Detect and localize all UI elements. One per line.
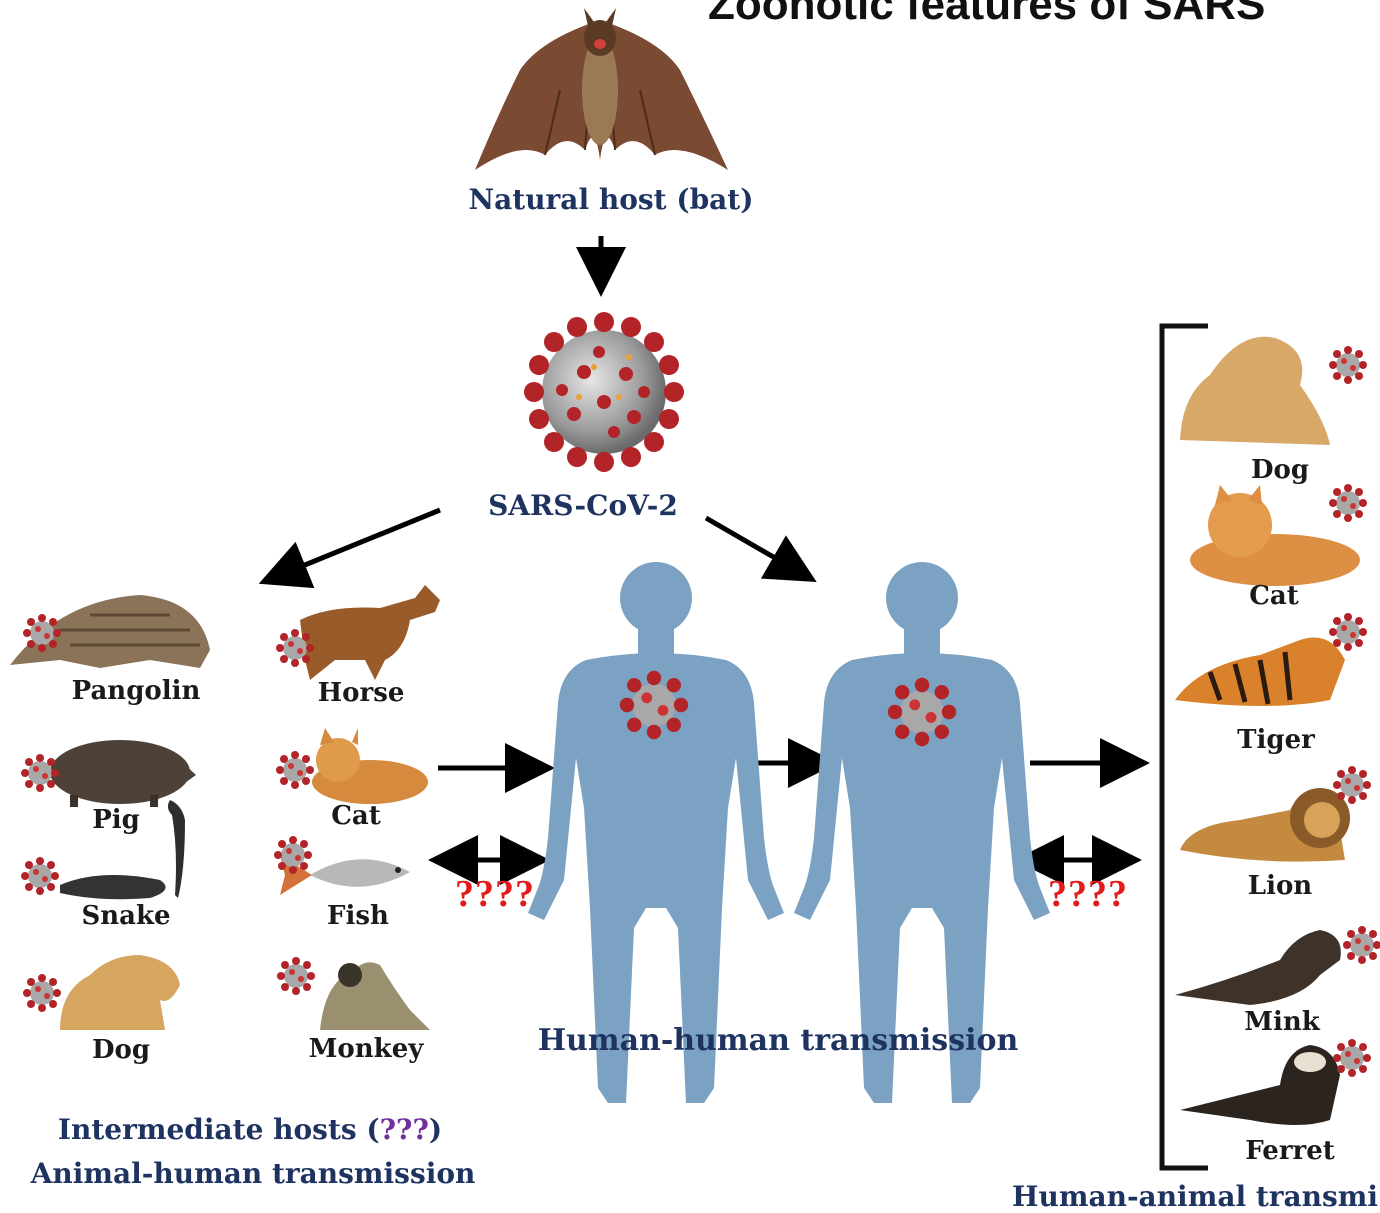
unknown-left-question-marks: ???? [455, 872, 535, 916]
human-human-transmission-label: Human-human transmission [538, 1023, 1019, 1058]
pig-illustration [21, 740, 196, 807]
sars-cov-2-virus [524, 312, 684, 472]
cat-right-label: Cat [1249, 581, 1299, 611]
virus-label: SARS-CoV-2 [488, 489, 678, 522]
ferret-label: Ferret [1245, 1136, 1335, 1166]
tiger-illustration [1175, 613, 1367, 706]
human-animal-transmission-caption: Human-animal transmi [1012, 1180, 1378, 1213]
unknown-right-question-marks: ???? [1048, 872, 1128, 916]
dog-left-illustration [23, 955, 180, 1030]
lion-label: Lion [1248, 871, 1312, 901]
horse-illustration [276, 585, 440, 680]
pangolin-label: Pangolin [72, 676, 201, 706]
bat-illustration [475, 8, 728, 170]
dog-right-label: Dog [1251, 455, 1309, 485]
virus-to-humans-arrow [706, 518, 808, 577]
lion-illustration [1180, 766, 1371, 862]
dog-left-label: Dog [92, 1035, 150, 1065]
mink-illustration [1175, 926, 1380, 1005]
monkey-illustration [277, 957, 430, 1030]
monkey-label: Monkey [309, 1034, 424, 1064]
reverse-hosts-bracket [1162, 326, 1208, 1168]
pig-label: Pig [92, 805, 140, 835]
intermediate-hosts-caption: Intermediate hosts (???) [58, 1113, 442, 1146]
diagram-title: Zoonotic features of SARS [708, 0, 1265, 30]
cat-right-illustration [1190, 484, 1367, 586]
fish-illustration [274, 836, 410, 895]
snake-label: Snake [81, 901, 170, 931]
pangolin-illustration [10, 595, 210, 668]
animal-human-transmission-caption: Animal-human transmission [31, 1157, 476, 1190]
tiger-label: Tiger [1237, 725, 1315, 755]
fish-label: Fish [327, 901, 389, 931]
human-figure-right [794, 562, 1050, 1103]
virus-to-animals-arrow [268, 510, 440, 580]
natural-host-label: Natural host (bat) [469, 183, 754, 216]
mink-label: Mink [1244, 1007, 1320, 1037]
cat-left-label: Cat [331, 801, 381, 831]
human-figure-left [528, 562, 784, 1103]
cat-left-illustration [276, 728, 428, 804]
ferret-illustration [1180, 1039, 1371, 1125]
horse-label: Horse [318, 678, 405, 708]
dog-right-illustration [1180, 337, 1367, 445]
